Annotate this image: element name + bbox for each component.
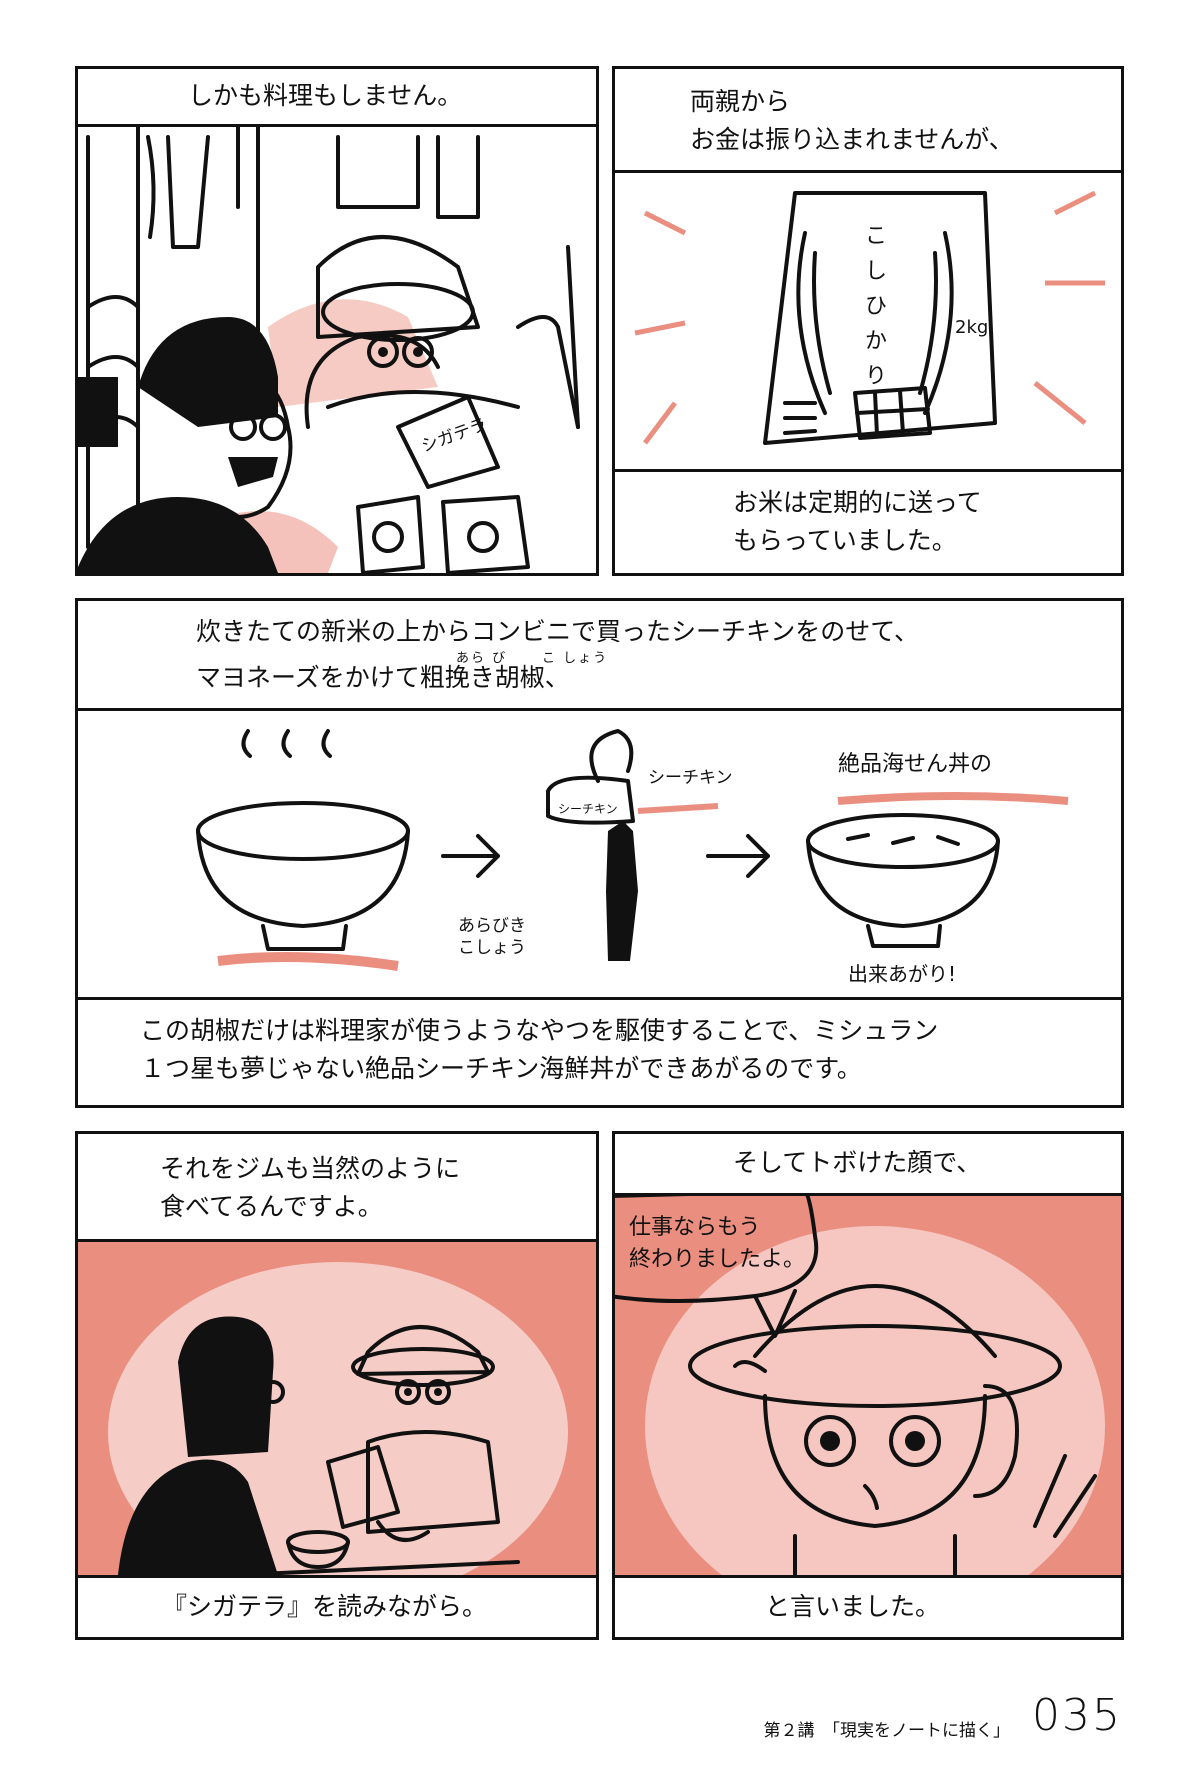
p3-label-done: 出来あがり! <box>848 962 956 986</box>
panel-2-caption-top: 両親から お金は振り込まれませんが、 <box>690 87 1014 154</box>
panel-5-caption-top-box: そしてトボけた顔で、 <box>615 1134 1121 1196</box>
panel-2-caption-bottom-box: お米は定期的に送って もらっていました。 <box>615 469 1121 573</box>
panel-5-caption-top: そしてトボけた顔で、 <box>733 1148 982 1177</box>
panel-1-caption: しかも料理もしません。 <box>188 81 463 110</box>
panel-4-caption-bottom: 『シガテラ』を読みながら。 <box>162 1592 488 1621</box>
panel-1: しかも料理もしません。 シガテラ <box>75 66 599 576</box>
panel-1-illustration: シガテラ <box>78 127 596 573</box>
panel-3-caption-top-line1: 炊きたての新米の上からコンビニで買ったシーチキンをのせて、 <box>196 617 920 646</box>
page-number: 035 <box>1032 1690 1122 1741</box>
panel-3-caption-bottom: この胡椒だけは料理家が使うようなやつを駆使することで、ミシュラン １つ星も夢じゃ… <box>140 1016 939 1083</box>
panel-5-speech: 仕事ならもう 終わりましたよ。 <box>629 1215 806 1272</box>
panel-2-illustration: こ し ひ か り 2kg <box>615 173 1121 469</box>
p2-bag-label-3: ひ <box>865 294 887 319</box>
p2-bag-label-1: こ <box>865 224 887 249</box>
p2-bag-label-4: か <box>865 329 887 354</box>
panel-4: それをジムも当然のように 食べてるんですよ。 『シガテラ』を読みながら。 <box>75 1131 599 1640</box>
panel-3: 炊きたての新米の上からコンビニで買ったシーチキンをのせて、 あら び こ しょう… <box>75 598 1124 1108</box>
p3-label-pepper-2: こしょう <box>458 938 526 958</box>
p1-book-text: シガテラ <box>419 415 490 457</box>
p2-bag-label-5: り <box>865 364 887 389</box>
p2-bag-weight: 2kg <box>955 317 988 338</box>
panel-2: 両親から お金は振り込まれませんが、 こ し ひ か り 2kg お米は定期的に… <box>612 66 1124 576</box>
panel-5: そしてトボけた顔で、 仕事ならもう 終わりましたよ。 と言いました。 <box>612 1131 1124 1640</box>
panel-2-caption-top-box: 両親から お金は振り込まれませんが、 <box>615 69 1121 173</box>
chapter-footer: 第２講 「現実をノートに描く」 <box>764 1716 1011 1741</box>
panel-3-illustration: シーチキン シーチキン あらびき こしょう 絶品海せん丼の 出来あがり! <box>78 711 1121 997</box>
panel-4-illustration <box>78 1242 596 1575</box>
chapter-title: 第２講 「現実をノートに描く」 <box>763 1721 1011 1741</box>
panel-2-caption-bottom: お米は定期的に送って もらっていました。 <box>733 488 982 555</box>
panel-5-caption-bottom-box: と言いました。 <box>615 1575 1121 1637</box>
panel-3-ruby-arabiki: あら び <box>456 651 508 666</box>
panel-5-illustration: 仕事ならもう 終わりましたよ。 <box>615 1196 1121 1575</box>
p3-can-label: シーチキン <box>558 802 618 816</box>
p3-label-pepper-1: あらびき <box>458 916 526 936</box>
panel-5-caption-bottom: と言いました。 <box>765 1592 941 1621</box>
panel-3-caption-top-box: 炊きたての新米の上からコンビニで買ったシーチキンをのせて、 あら び こ しょう… <box>78 601 1121 711</box>
panel-3-caption-bottom-box: この胡椒だけは料理家が使うようなやつを駆使することで、ミシュラン １つ星も夢じゃ… <box>78 997 1121 1105</box>
panel-3-ruby-kosho: こ しょう <box>542 651 609 666</box>
panel-1-caption-box: しかも料理もしません。 <box>78 69 596 127</box>
panel-4-caption-bottom-box: 『シガテラ』を読みながら。 <box>78 1575 596 1637</box>
p3-label-title: 絶品海せん丼の <box>838 752 992 777</box>
panel-3-caption-top-line2: マヨネーズをかけて粗挽き胡椒、 <box>196 663 570 692</box>
panel-4-caption-top: それをジムも当然のように 食べてるんですよ。 <box>160 1154 461 1221</box>
panel-4-caption-top-box: それをジムも当然のように 食べてるんですよ。 <box>78 1134 596 1242</box>
p3-label-tuna: シーチキン <box>648 768 733 788</box>
p2-bag-label-2: し <box>865 259 887 284</box>
